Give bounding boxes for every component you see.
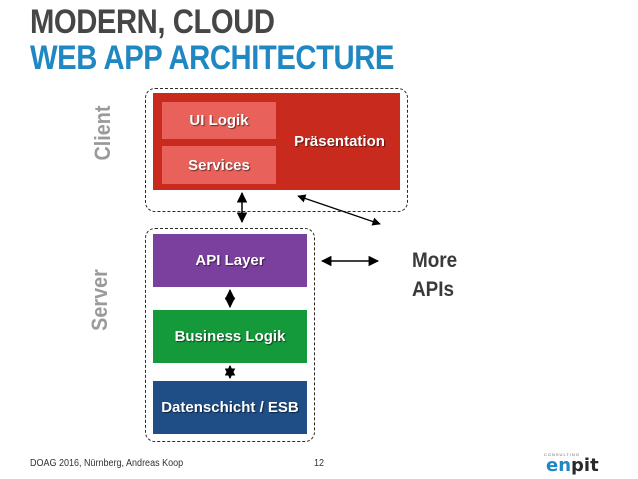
logo-consulting-text: CONSULTING <box>544 452 580 457</box>
title-line-2: WEB APP ARCHITECTURE <box>30 39 394 77</box>
praesentation-more-arrow <box>297 194 381 226</box>
footer-text: DOAG 2016, Nürnberg, Andreas Koop <box>30 458 184 469</box>
datenschicht-label: Datenschicht / ESB <box>161 399 299 416</box>
ui-logik-label: UI Logik <box>189 112 249 129</box>
ui-logik-box: UI Logik <box>162 102 276 139</box>
logo-en: en <box>546 455 572 476</box>
enpit-logo: CONSULTING enpit <box>544 452 599 476</box>
business-logik-label: Business Logik <box>174 328 286 345</box>
more-apis-line-1: More <box>412 249 458 272</box>
datenschicht-box: Datenschicht / ESB <box>153 381 307 434</box>
praesentation-label: Präsentation <box>294 133 385 150</box>
business-logik-box: Business Logik <box>153 310 307 363</box>
logo-pit: pit <box>571 455 599 476</box>
client-group-border <box>145 88 408 212</box>
server-group-border <box>145 228 315 442</box>
more-apis-label: More APIs <box>412 246 457 304</box>
logo-wordmark: enpit <box>546 455 599 476</box>
more-apis-line-2: APIs <box>412 278 455 301</box>
api-layer-box: API Layer <box>153 234 307 287</box>
services-label: Services <box>188 156 250 174</box>
page-number: 12 <box>314 458 325 469</box>
services-box: Services <box>162 146 276 184</box>
api-layer-label: API Layer <box>195 252 265 269</box>
title-line-1: MODERN, CLOUD <box>30 3 275 41</box>
